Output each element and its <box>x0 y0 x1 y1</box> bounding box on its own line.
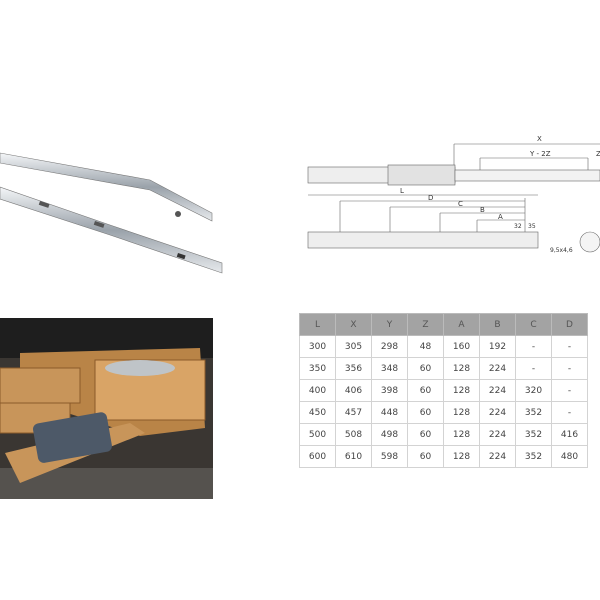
table-cell: 398 <box>371 379 408 402</box>
table-cell: 224 <box>479 401 516 424</box>
table-cell: 352 <box>515 423 552 446</box>
dim-b: B <box>480 206 485 214</box>
table-cell: 448 <box>371 401 408 424</box>
table-cell: 500 <box>299 423 336 446</box>
table-cell: 305 <box>335 335 372 358</box>
table-cell: 352 <box>515 445 552 468</box>
column-header-b: B <box>479 313 516 336</box>
table-cell: 350 <box>299 357 336 380</box>
table-cell: 60 <box>407 379 444 402</box>
table-cell: 406 <box>335 379 372 402</box>
slide-dimension-diagram: X Y - 2Z Z L D C B A 32 35 9,5x4,6 <box>307 135 600 254</box>
table-cell: 224 <box>479 423 516 446</box>
table-cell: 356 <box>335 357 372 380</box>
table-cell: 48 <box>407 335 444 358</box>
drawer-slides-photo <box>0 152 223 274</box>
column-header-d: D <box>551 313 588 336</box>
table-cell: 598 <box>371 445 408 468</box>
table-cell: 352 <box>515 401 552 424</box>
table-cell: 128 <box>443 445 480 468</box>
table-cell: - <box>551 357 588 380</box>
table-cell: 60 <box>407 423 444 446</box>
column-header-a: A <box>443 313 480 336</box>
table-cell: 457 <box>335 401 372 424</box>
table-cell: 192 <box>479 335 516 358</box>
table-cell: 128 <box>443 379 480 402</box>
van-drawer-kit-photo <box>0 318 213 499</box>
table-cell: - <box>551 379 588 402</box>
dim-y-2z: Y - 2Z <box>529 150 551 158</box>
dim-a: A <box>498 213 503 221</box>
table-cell: 320 <box>515 379 552 402</box>
table-cell: 60 <box>407 445 444 468</box>
table-cell: 400 <box>299 379 336 402</box>
table-cell: 128 <box>443 423 480 446</box>
table-cell: 60 <box>407 357 444 380</box>
table-cell: 128 <box>443 401 480 424</box>
table-cell: 298 <box>371 335 408 358</box>
table-cell: 60 <box>407 401 444 424</box>
table-cell: - <box>551 335 588 358</box>
dim-x: X <box>537 135 542 143</box>
table-cell: 224 <box>479 445 516 468</box>
dim-d: D <box>428 194 433 202</box>
hole-size: 9,5x4,6 <box>550 247 573 254</box>
table-cell: 508 <box>335 423 372 446</box>
table-cell: - <box>515 357 552 380</box>
dim-35: 35 <box>528 223 536 230</box>
table-cell: - <box>551 401 588 424</box>
table-cell: 498 <box>371 423 408 446</box>
table-cell: 600 <box>299 445 336 468</box>
table-cell: 450 <box>299 401 336 424</box>
table-cell: 128 <box>443 357 480 380</box>
table-cell: 348 <box>371 357 408 380</box>
table-cell: 300 <box>299 335 336 358</box>
table-cell: 480 <box>551 445 588 468</box>
column-header-z: Z <box>407 313 444 336</box>
dim-32: 32 <box>514 223 522 230</box>
table-cell: 224 <box>479 379 516 402</box>
table-cell: - <box>515 335 552 358</box>
column-header-y: Y <box>371 313 408 336</box>
dim-z: Z <box>596 150 600 158</box>
column-header-c: C <box>515 313 552 336</box>
dim-c: C <box>458 200 463 208</box>
table-cell: 224 <box>479 357 516 380</box>
column-header-x: X <box>335 313 372 336</box>
table-cell: 610 <box>335 445 372 468</box>
table-cell: 416 <box>551 423 588 446</box>
table-cell: 160 <box>443 335 480 358</box>
dim-l: L <box>400 187 404 195</box>
column-header-l: L <box>299 313 336 336</box>
